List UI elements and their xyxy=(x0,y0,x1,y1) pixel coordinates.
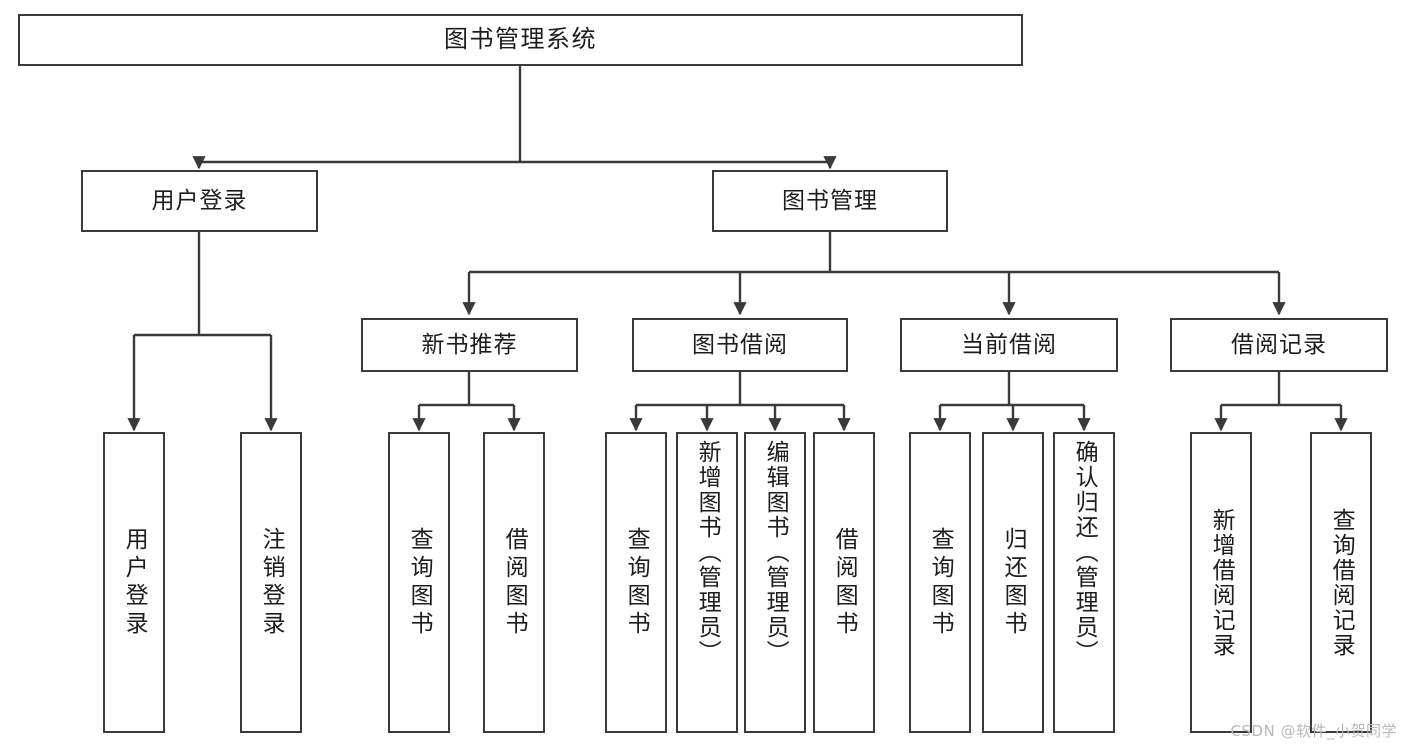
node-leaf-user-logout[interactable]: 注销登录 xyxy=(240,432,302,733)
node-book-manage[interactable]: 图书管理 xyxy=(712,170,948,232)
node-leaf-user-logout-label: 注销登录 xyxy=(258,526,285,639)
csdn-watermark: CSDN @软件_小贺同学 xyxy=(1230,722,1397,740)
node-leaf-query-book-2[interactable]: 查询图书 xyxy=(605,432,667,733)
node-book-manage-label: 图书管理 xyxy=(782,187,878,214)
node-leaf-add-record-label: 新增借阅记录 xyxy=(1208,507,1235,658)
node-leaf-add-record[interactable]: 新增借阅记录 xyxy=(1190,432,1252,733)
node-leaf-add-book-label: 新增图书（管理员） xyxy=(694,440,721,665)
node-leaf-query-book-3-label: 查询图书 xyxy=(927,526,954,639)
node-leaf-borrow-book-2[interactable]: 借阅图书 xyxy=(813,432,875,733)
node-leaf-query-book-1[interactable]: 查询图书 xyxy=(388,432,450,733)
node-leaf-confirm-return-label: 确认归还（管理员） xyxy=(1071,440,1098,665)
node-leaf-borrow-book-1-label: 借阅图书 xyxy=(501,526,528,639)
node-leaf-query-book-3[interactable]: 查询图书 xyxy=(909,432,971,733)
node-leaf-query-record-label: 查询借阅记录 xyxy=(1328,507,1355,658)
node-current-borrow-label: 当前借阅 xyxy=(961,331,1057,358)
node-leaf-borrow-book-1[interactable]: 借阅图书 xyxy=(483,432,545,733)
node-new-book-recommend-label: 新书推荐 xyxy=(421,331,518,358)
node-leaf-add-book[interactable]: 新增图书（管理员） xyxy=(676,432,738,733)
node-root-label: 图书管理系统 xyxy=(444,25,597,54)
node-borrow-record-label: 借阅记录 xyxy=(1231,331,1327,358)
node-leaf-edit-book[interactable]: 编辑图书（管理员） xyxy=(744,432,806,733)
node-leaf-edit-book-label: 编辑图书（管理员） xyxy=(762,440,789,665)
node-new-book-recommend[interactable]: 新书推荐 xyxy=(361,318,578,372)
node-user-login[interactable]: 用户登录 xyxy=(81,170,318,232)
node-leaf-return-book-label: 归还图书 xyxy=(1000,526,1027,639)
node-root[interactable]: 图书管理系统 xyxy=(18,14,1023,66)
node-current-borrow[interactable]: 当前借阅 xyxy=(900,318,1118,372)
node-borrow-record[interactable]: 借阅记录 xyxy=(1170,318,1388,372)
node-leaf-user-login-label: 用户登录 xyxy=(121,526,148,639)
node-leaf-user-login[interactable]: 用户登录 xyxy=(103,432,165,733)
node-leaf-query-book-2-label: 查询图书 xyxy=(623,526,650,639)
node-book-borrow[interactable]: 图书借阅 xyxy=(632,318,848,372)
node-leaf-return-book[interactable]: 归还图书 xyxy=(982,432,1044,733)
node-leaf-query-book-1-label: 查询图书 xyxy=(406,526,433,639)
node-book-borrow-label: 图书借阅 xyxy=(692,331,788,358)
node-user-login-label: 用户登录 xyxy=(151,187,248,214)
node-leaf-query-record[interactable]: 查询借阅记录 xyxy=(1310,432,1372,733)
node-leaf-borrow-book-2-label: 借阅图书 xyxy=(831,526,858,639)
node-leaf-confirm-return[interactable]: 确认归还（管理员） xyxy=(1053,432,1115,733)
